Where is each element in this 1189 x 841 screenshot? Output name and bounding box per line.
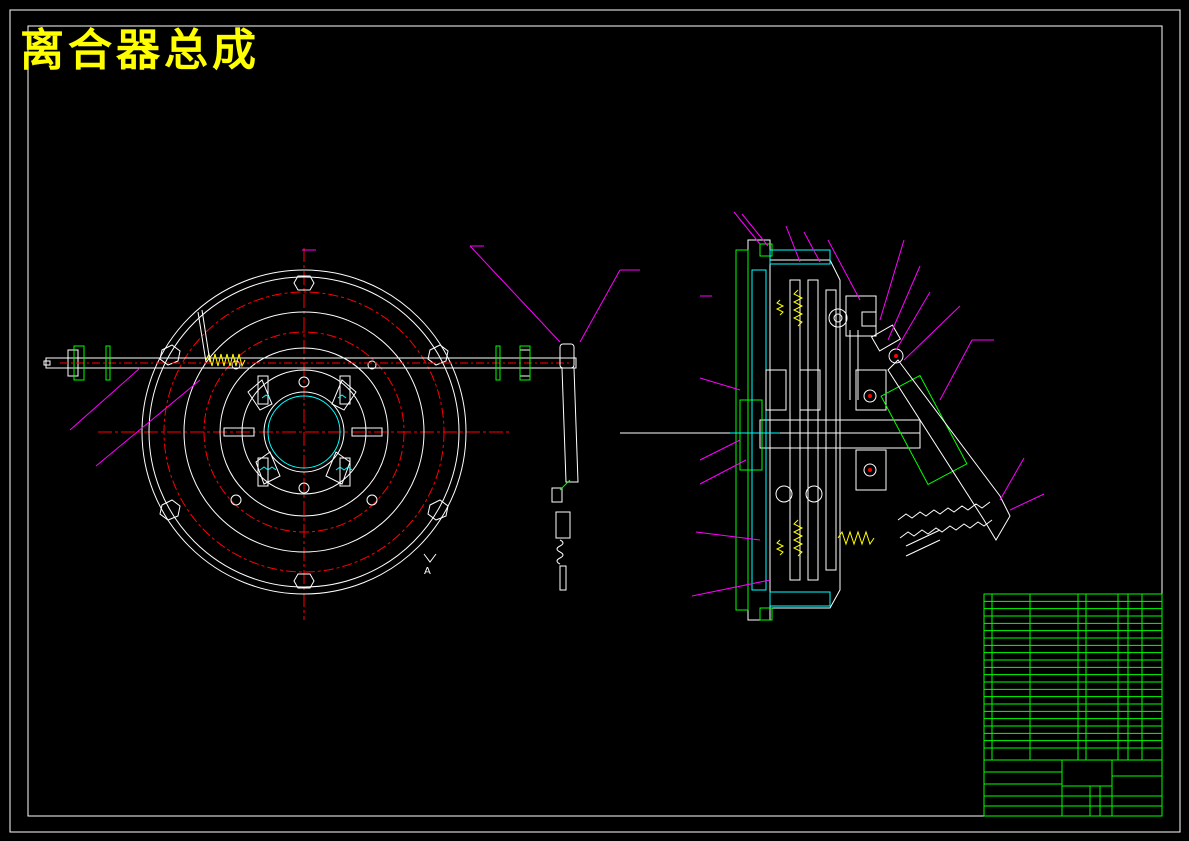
parts-list — [983, 593, 1163, 817]
inner-frame — [27, 25, 1163, 817]
view-label-a: A — [424, 566, 431, 577]
front-view — [43, 245, 640, 620]
section-view — [620, 211, 1045, 621]
outer-frame — [9, 9, 1181, 833]
drawing-title: 离合器总成 — [20, 25, 260, 76]
